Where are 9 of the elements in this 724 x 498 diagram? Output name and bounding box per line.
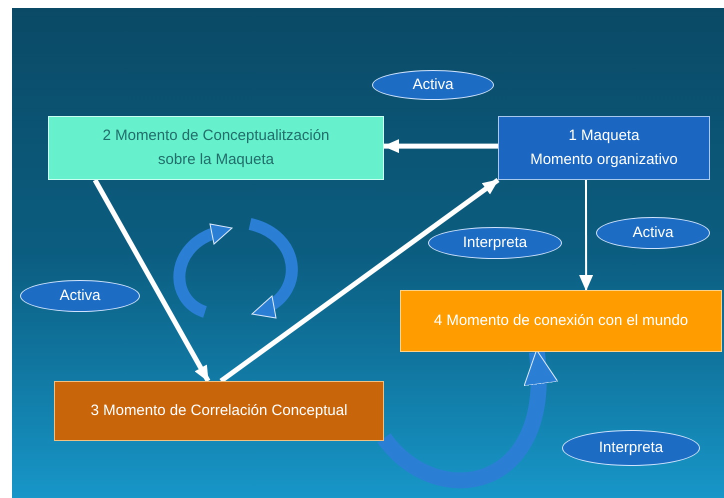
arrow xyxy=(378,350,556,488)
arrow xyxy=(383,139,498,154)
process-box: 2 Momento de Conceptualitzación sobre la Maqueta xyxy=(48,116,384,180)
process-box: 4 Momento de conexión con el mundo xyxy=(400,290,722,352)
process-box: 3 Momento de Correlación Conceptual xyxy=(54,381,384,441)
arrow xyxy=(92,178,210,382)
arrow xyxy=(579,180,594,291)
arrow xyxy=(220,178,500,384)
process-box: 1 Maqueta Momento organizativo xyxy=(498,116,710,180)
